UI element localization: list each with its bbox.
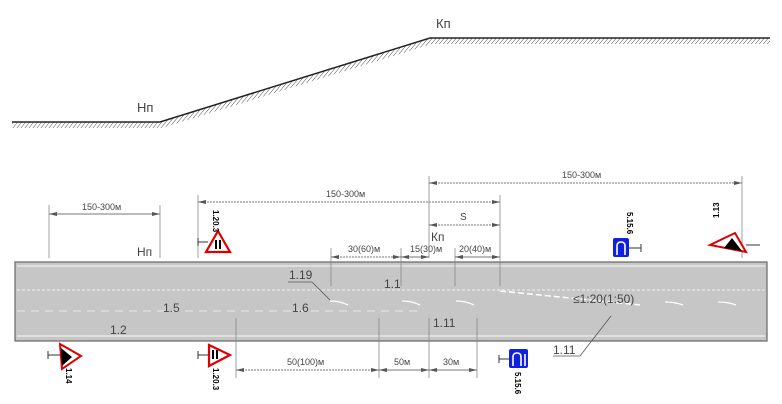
longitudinal-profile: Нп Кп	[12, 16, 770, 128]
sign-code: 1.13	[712, 202, 721, 218]
marking-1-5: 1.5	[163, 301, 180, 315]
profile-end-label: Кп	[436, 16, 451, 31]
marking-1-11-inner: 1.11	[433, 316, 456, 330]
plan-start-label: Нп	[137, 245, 152, 259]
sign-code: 1.20.3	[211, 368, 220, 391]
sign-1-20-3-bottom: 1.20.3	[197, 343, 233, 391]
dim-s: S	[460, 212, 467, 223]
sign-1-13: 1.13	[706, 202, 760, 254]
dim-30-60: 30(60)м	[348, 244, 380, 254]
dim-30: 30м	[443, 357, 459, 367]
sign-5-15-6-top: 5.15.6	[613, 212, 642, 257]
road-plan	[14, 261, 768, 342]
sign-5-15-6-bottom: 5.15.6	[498, 349, 528, 395]
sign-code: 5.15.6	[513, 372, 522, 395]
sign-code: 5.15.6	[625, 212, 634, 235]
dim-left-zone: 150-300м	[82, 202, 121, 212]
dimension-labels: 150-300м 150-300м 150-300м S 30(60)м 15(…	[82, 170, 601, 367]
dim-50-100: 50(100)м	[287, 357, 324, 367]
plan-end-label: Кп	[431, 230, 445, 244]
sign-1-14: 1.14	[47, 342, 83, 384]
marking-1-1: 1.1	[384, 277, 401, 291]
dim-15-30: 15(30)м	[410, 244, 442, 254]
plan-labels: Нп Кп 1.19 1.1 1.5 1.6 1.2 1.11 ≤1:20(1:…	[110, 230, 634, 357]
dimension-lines	[49, 181, 742, 372]
sign-code: 1.14	[64, 368, 73, 384]
marking-1-19: 1.19	[289, 268, 313, 282]
dim-middle-zone: 150-300м	[326, 189, 365, 199]
marking-1-6: 1.6	[292, 301, 309, 315]
marking-1-2: 1.2	[110, 323, 127, 337]
dim-right-zone: 150-300м	[562, 170, 601, 180]
extension-lines	[48, 176, 743, 378]
dim-50: 50м	[394, 357, 410, 367]
profile-start-label: Нп	[137, 100, 153, 115]
sign-1-20-3-top: 1.20.3	[197, 210, 232, 254]
sign-code: 1.20.3	[211, 210, 220, 233]
marking-1-11-outer: 1.11	[553, 343, 576, 357]
taper-ratio: ≤1:20(1:50)	[573, 292, 634, 306]
dim-20-40: 20(40)м	[459, 244, 491, 254]
